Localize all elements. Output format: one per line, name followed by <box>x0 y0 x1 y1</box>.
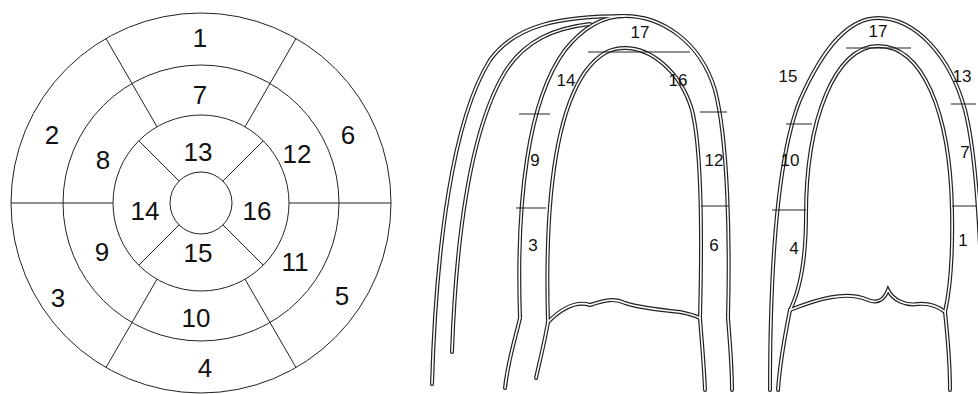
segment-divider <box>951 104 976 105</box>
segment-divider <box>339 203 391 204</box>
segment-number: 6 <box>709 237 718 254</box>
heart-wall-outline <box>548 300 700 322</box>
segment-divider <box>772 210 806 211</box>
heart-wall-core <box>770 18 978 390</box>
segment-divider <box>270 39 296 84</box>
segment-divider <box>289 203 339 204</box>
segment-number: 13 <box>184 139 213 165</box>
segment-number: 5 <box>335 283 349 309</box>
segment-divider <box>106 39 132 84</box>
segment-divider <box>516 208 546 209</box>
bullseye-ring <box>113 115 289 291</box>
heart-wall-core <box>519 16 728 318</box>
segment-divider <box>588 52 690 53</box>
segment-number: 17 <box>869 23 888 40</box>
heart-wall-outline <box>790 46 952 312</box>
segment-number: 11 <box>282 249 309 275</box>
heart-wall-core <box>432 16 625 384</box>
segment-number: 4 <box>198 355 212 381</box>
segment-number: 6 <box>341 122 355 148</box>
segment-divider <box>139 225 179 265</box>
heart-wall-core <box>547 48 701 322</box>
heart-wall-core <box>548 300 700 322</box>
segment-number: 8 <box>96 147 110 173</box>
segment-number: 1 <box>958 232 967 249</box>
segment-divider <box>700 112 727 113</box>
segment-number: 3 <box>51 285 65 311</box>
segment-divider <box>245 84 270 127</box>
heart-wall-core <box>790 290 945 312</box>
heart-wall-outline <box>770 18 978 390</box>
heart-wall-core <box>505 318 732 390</box>
heart-wall-outline <box>432 16 625 384</box>
heart-wall-outline <box>547 48 701 322</box>
segment-divider <box>11 203 63 204</box>
segment-divider <box>519 114 550 115</box>
segment-divider <box>270 323 296 368</box>
segment-number: 4 <box>789 240 798 257</box>
segment-divider <box>132 279 157 322</box>
segment-divider <box>63 203 113 204</box>
segment-number: 14 <box>557 72 576 89</box>
segment-divider <box>846 48 911 49</box>
segment-divider <box>139 141 179 181</box>
segment-number: 15 <box>184 240 213 266</box>
heart-wall-core <box>790 46 952 312</box>
segment-divider <box>223 225 263 265</box>
segment-divider <box>786 124 812 125</box>
segment-number: 7 <box>193 82 207 108</box>
heart-wall-outline <box>790 290 945 312</box>
segment-number: 13 <box>953 68 972 85</box>
segment-divider <box>245 279 270 322</box>
heart-wall-core <box>536 322 548 378</box>
segment-divider <box>223 141 263 181</box>
bullseye-ring <box>170 172 232 234</box>
segment-number: 14 <box>131 198 160 224</box>
segment-divider <box>952 206 976 207</box>
heart-wall-outline <box>536 322 548 378</box>
segment-divider <box>106 323 132 368</box>
segment-number: 16 <box>669 72 688 89</box>
segment-number: 15 <box>779 68 798 85</box>
heart-wall-core <box>778 310 950 390</box>
segment-number: 10 <box>781 152 800 169</box>
heart-wall-outline <box>505 318 732 390</box>
segment-number: 17 <box>631 24 650 41</box>
segment-number: 2 <box>45 122 59 148</box>
heart-wall-core <box>452 24 590 352</box>
segment-number: 10 <box>182 305 211 331</box>
segment-divider <box>701 206 729 207</box>
segment-divider <box>132 84 157 127</box>
segment-number: 3 <box>528 237 537 254</box>
segment-number: 9 <box>530 152 539 169</box>
segment-number: 1 <box>193 25 207 51</box>
segment-number: 12 <box>705 152 724 169</box>
bullseye-ring <box>11 13 391 393</box>
segment-number: 12 <box>283 141 312 167</box>
segment-number: 16 <box>243 198 272 224</box>
segment-number: 9 <box>95 239 109 265</box>
segment-number: 7 <box>960 144 969 161</box>
bullseye-ring <box>63 65 339 341</box>
heart-wall-outline <box>778 310 950 390</box>
